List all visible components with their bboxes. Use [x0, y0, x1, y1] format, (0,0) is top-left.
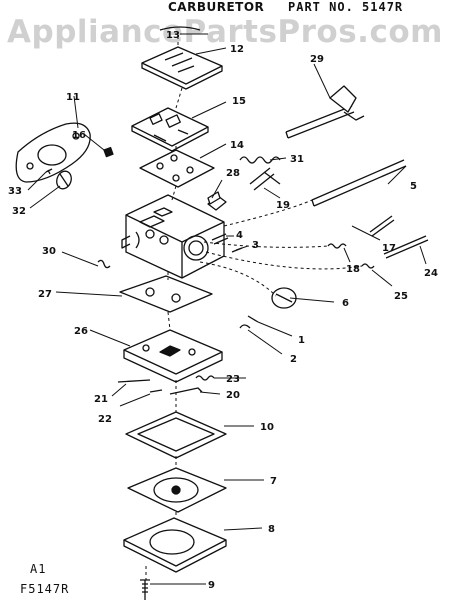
part-lever-20	[169, 387, 203, 395]
callout-25: 25	[394, 291, 408, 302]
callout-9: 9	[208, 580, 215, 591]
callout-28: 28	[226, 168, 240, 179]
callout-10: 10	[260, 422, 274, 433]
callout-6: 6	[342, 298, 349, 309]
part-throttle-disc	[56, 170, 72, 190]
part-needle-17	[369, 215, 395, 237]
part-gasket-upper	[139, 149, 215, 188]
callout-29: 29	[310, 54, 324, 65]
callout-13: 13	[166, 30, 180, 41]
footer-code-f5147r: F5147R	[20, 582, 70, 596]
part-spring-30	[97, 259, 111, 269]
part-spring-25	[361, 263, 375, 269]
part-small-screw-33	[45, 168, 53, 175]
callout-24: 24	[424, 268, 438, 279]
callout-4: 4	[236, 230, 243, 241]
part-lever-22	[149, 389, 163, 393]
part-clip-2	[239, 324, 251, 329]
callout-33: 33	[8, 186, 22, 197]
part-metering-cover	[123, 329, 223, 383]
part-spring-23	[195, 375, 215, 381]
callout-19: 19	[276, 200, 290, 211]
callout-32: 32	[12, 206, 26, 217]
callout-16: 16	[72, 130, 86, 141]
callout-26: 26	[74, 326, 88, 337]
callout-labels: 1 2 3 4 5 6 7 8 9 10 11 12 13 14 15 16 1…	[8, 30, 438, 591]
part-spring-18	[327, 243, 347, 249]
callout-20: 20	[226, 390, 240, 401]
part-carburetor-body	[121, 194, 227, 279]
callout-31: 31	[290, 154, 304, 165]
part-diaphragm-7	[127, 467, 227, 513]
part-gasket-10	[125, 411, 227, 459]
callout-11: 11	[66, 92, 80, 103]
part-pin-1	[247, 315, 259, 323]
part-pump-cover	[123, 517, 227, 573]
footer-code-a1: A1	[30, 562, 47, 576]
part-gasket-ring	[159, 26, 201, 31]
part-spring-31	[239, 156, 281, 164]
part-plug-16	[103, 146, 114, 158]
part-choke-plate	[271, 287, 297, 309]
callout-1: 1	[298, 335, 305, 346]
callout-14: 14	[230, 140, 244, 151]
part-diaphragm-plate	[131, 107, 209, 152]
watermark: AppliancePartsPros.com	[7, 14, 443, 50]
callout-30: 30	[42, 246, 56, 257]
part-screw-9	[140, 579, 150, 600]
part-intake-flange	[15, 122, 91, 183]
diagram-title: CARBURETOR	[168, 0, 265, 14]
callout-7: 7	[270, 476, 277, 487]
part-top-cover	[141, 46, 223, 90]
leader-lines	[27, 33, 427, 585]
callout-15: 15	[232, 96, 246, 107]
part-needle-24	[383, 235, 429, 259]
callout-27: 27	[38, 289, 52, 300]
callout-8: 8	[268, 524, 275, 535]
callout-5: 5	[410, 181, 417, 192]
callout-22: 22	[98, 414, 112, 425]
callout-3: 3	[252, 240, 259, 251]
callout-12: 12	[230, 44, 244, 55]
callout-17: 17	[382, 243, 396, 254]
part-throttle-shaft	[285, 85, 365, 139]
part-choke-shaft	[311, 159, 407, 207]
callout-2: 2	[290, 354, 297, 365]
part-number: PART NO. 5147R	[288, 0, 404, 14]
part-gasket-lower	[119, 275, 213, 313]
alignment-lines	[145, 36, 363, 580]
part-adjusting-screw-19	[249, 167, 281, 191]
callout-21: 21	[94, 394, 108, 405]
callout-18: 18	[346, 264, 360, 275]
part-pin-21	[117, 379, 151, 383]
callout-23: 23	[226, 374, 240, 385]
